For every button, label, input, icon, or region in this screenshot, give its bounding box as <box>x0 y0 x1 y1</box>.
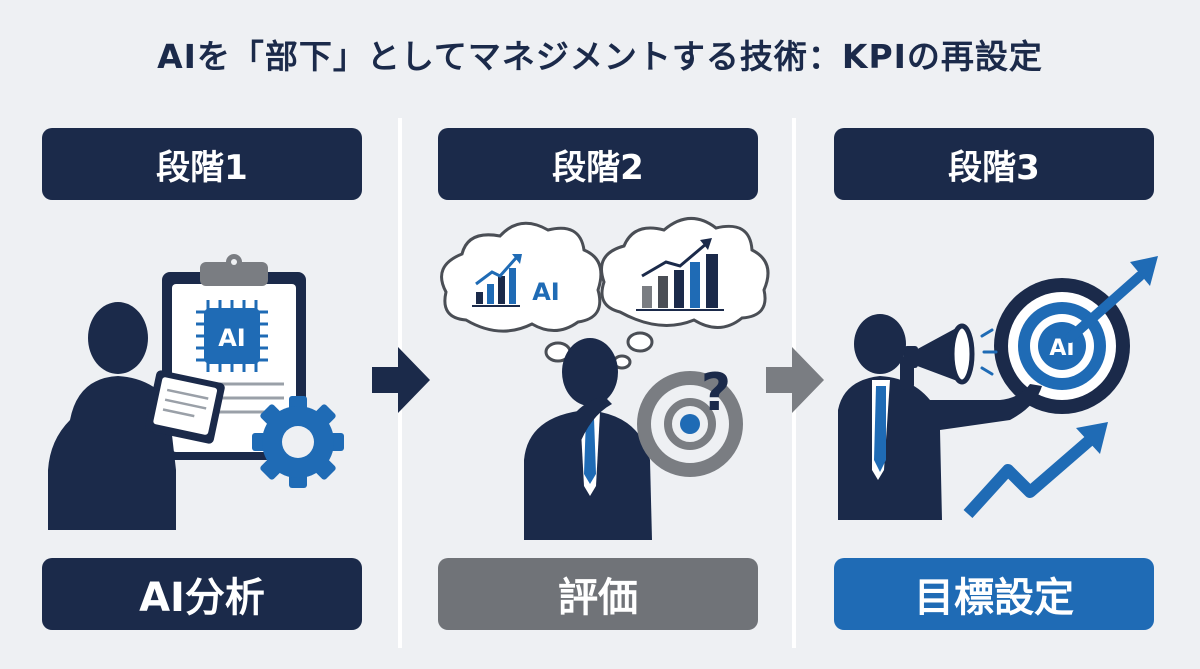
thought-bubble-icon: AI <box>440 221 603 380</box>
person-icon <box>48 302 176 530</box>
thought-bubble-icon <box>600 217 770 385</box>
target-question-icon: ? <box>637 363 743 477</box>
stage-3-header: 段階3 <box>834 128 1154 200</box>
stage-1-label: AI分析 <box>42 558 362 630</box>
tablet-icon <box>145 370 225 444</box>
bar-chart-icon <box>472 254 522 307</box>
trend-arrow-icon <box>1065 256 1158 343</box>
person-pointing-icon <box>838 314 1042 520</box>
stage-2-label: 評価 <box>438 558 758 630</box>
stage-1-header: 段階1 <box>42 128 362 200</box>
svg-text:AI: AI <box>218 324 246 352</box>
arrow-right-icon <box>766 347 824 413</box>
svg-text:AI: AI <box>532 278 560 306</box>
megaphone-icon <box>904 323 998 385</box>
stage-2-header: 段階2 <box>438 128 758 200</box>
stage-3-label: 目標設定 <box>834 558 1154 630</box>
thinking-person-icon <box>524 338 652 540</box>
page-title: AIを「部下」としてマネジメントする技術：KPIの再設定 <box>157 37 1043 76</box>
bar-chart-icon <box>636 238 724 311</box>
arrow-right-icon <box>372 347 430 413</box>
stage-1-illustration: AI <box>48 254 344 530</box>
growth-arrow-icon <box>963 422 1108 519</box>
ai-chip-icon: AI <box>196 300 268 372</box>
gear-icon <box>252 396 344 488</box>
svg-text:?: ? <box>701 363 731 423</box>
